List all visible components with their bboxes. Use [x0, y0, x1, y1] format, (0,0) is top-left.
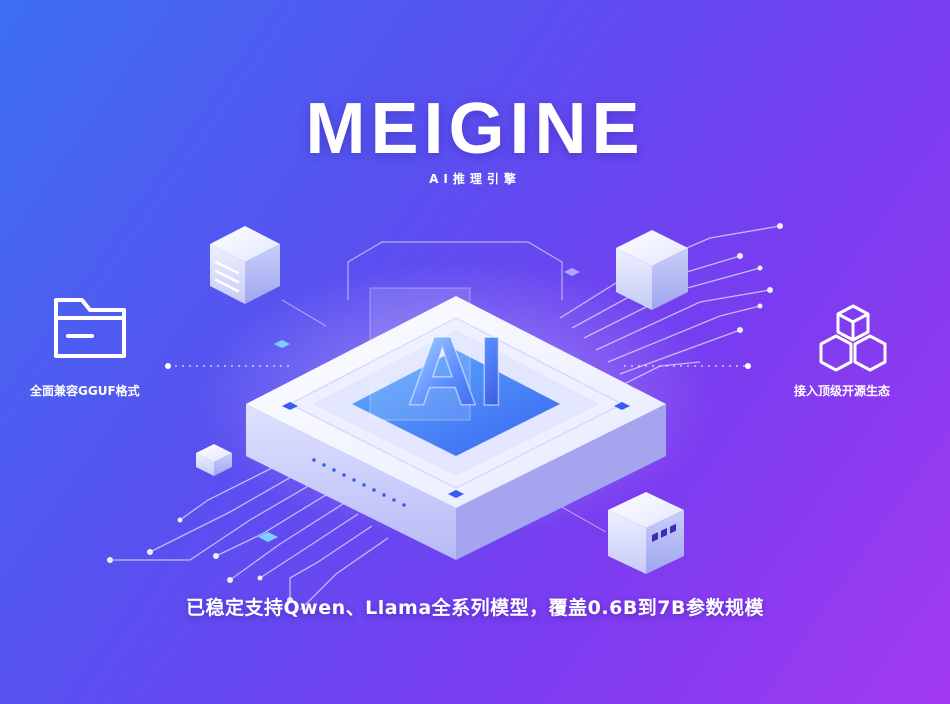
cube-top-left: [210, 226, 280, 304]
cube-top-right: [616, 230, 688, 310]
product-subtitle: AI推理引擎: [429, 172, 521, 186]
left-feature-label: 全面兼容GGUF格式: [30, 384, 140, 398]
floating-tile-3: [564, 268, 580, 276]
floating-tile-2: [258, 532, 278, 542]
chip: AI: [246, 287, 666, 560]
glass-panel: [369, 287, 471, 421]
circuit-dots-right: [737, 223, 783, 333]
cube-bottom-right: [608, 492, 684, 574]
product-title: MEIGINE: [305, 89, 645, 169]
dashed-frame: [347, 241, 563, 300]
folder-icon: [54, 298, 126, 358]
circuit-lines-left: [110, 453, 389, 611]
chip-ai-label: AI: [407, 316, 505, 426]
cube-small-left: [196, 444, 232, 476]
caption-text: 已稳定支持Qwen、Llama全系列模型，覆盖0.6B到7B参数规模: [185, 597, 765, 619]
chip-pins: [312, 458, 406, 507]
hexagon-cubes-icon: [819, 304, 887, 372]
circuit-dots-left: [107, 517, 293, 603]
floating-tile-1: [274, 340, 290, 348]
right-feature-label: 接入顶级开源生态: [794, 384, 891, 398]
